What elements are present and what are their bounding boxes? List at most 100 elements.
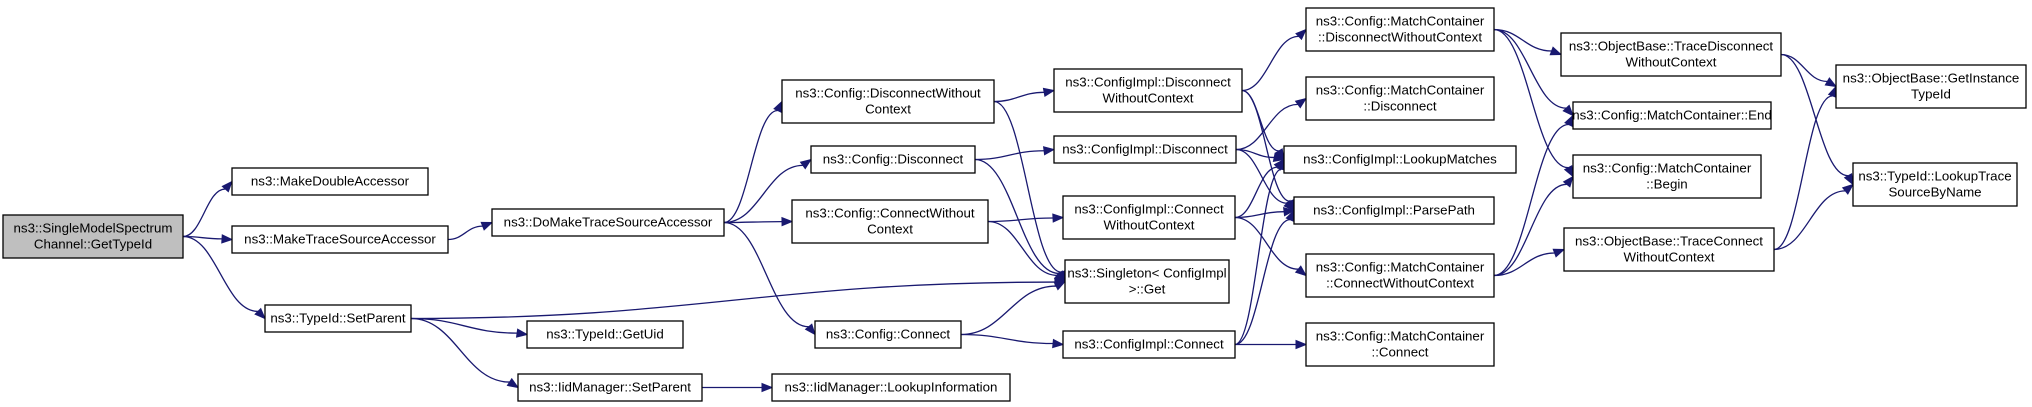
node-label: ns3::DoMakeTraceSourceAccessor xyxy=(504,215,713,230)
edge-typeIdSetParent-to-iidSetParent xyxy=(410,317,520,389)
edge-line xyxy=(1241,89,1291,202)
node-box xyxy=(1560,32,1782,77)
node-mcDisconnect[interactable]: ns3::Config::MatchContainer::Disconnect xyxy=(1305,76,1495,121)
node-label: ns3::Config::MatchContainer xyxy=(1583,161,1752,176)
node-box xyxy=(1305,253,1495,298)
node-box xyxy=(1563,227,1775,272)
node-parsePath[interactable]: ns3::ConfigImpl::ParsePath xyxy=(1293,196,1495,225)
node-cfgConnectWC[interactable]: ns3::Config::ConnectWithoutContext xyxy=(791,199,989,244)
edge-cfgConnectWC-to-singleton xyxy=(987,220,1067,283)
edge-arrowhead xyxy=(799,158,813,170)
edge-arrowhead xyxy=(1283,207,1296,217)
node-mcBegin[interactable]: ns3::Config::MatchContainer::Begin xyxy=(1572,154,1762,199)
node-label: ns3::ConfigImpl::Disconnect xyxy=(1062,142,1228,157)
node-cfgConnect[interactable]: ns3::Config::Connect xyxy=(814,320,962,349)
edge-line xyxy=(993,91,1045,103)
node-implConnect[interactable]: ns3::ConfigImpl::Connect xyxy=(1062,330,1236,359)
node-makeDouble[interactable]: ns3::MakeDoubleAccessor xyxy=(231,167,429,196)
node-label: ns3::Config::MatchContainer xyxy=(1316,260,1485,275)
node-iidLookup[interactable]: ns3::IidManager::LookupInformation xyxy=(771,373,1011,402)
edge-implDisconnect-to-mcDisconnect xyxy=(1235,97,1308,151)
node-box xyxy=(1062,330,1236,359)
edge-line xyxy=(1234,168,1282,346)
edge-arrowhead xyxy=(506,377,520,389)
edge-typeIdSetParent-to-typeIdGetUid xyxy=(410,317,529,338)
nodes-layer: ns3::SingleModelSpectrumChannel::GetType… xyxy=(2,7,2027,402)
edge-arrowhead xyxy=(1295,339,1308,350)
node-label: ::Begin xyxy=(1646,177,1687,192)
edge-arrowhead xyxy=(1827,85,1837,98)
node-obTraceDisconnectWC[interactable]: ns3::ObjectBase::TraceDisconnectWithoutC… xyxy=(1560,32,1782,77)
edge-cfgDisconnect-to-implDisconnect xyxy=(974,146,1056,161)
edge-mcConnectWC-to-obTraceConnectWC xyxy=(1493,248,1566,277)
node-iidSetParent[interactable]: ns3::IidManager::SetParent xyxy=(517,373,703,402)
node-mcConnect[interactable]: ns3::Config::MatchContainer::Connect xyxy=(1305,322,1495,367)
node-label: Context xyxy=(865,102,911,117)
edge-doMake-to-cfgConnectWC xyxy=(723,216,794,227)
edge-line xyxy=(723,109,778,224)
node-cfgDisconnectWC[interactable]: ns3::Config::DisconnectWithoutContext xyxy=(781,79,995,124)
node-implConnectWC[interactable]: ns3::ConfigImpl::ConnectWithoutContext xyxy=(1062,195,1236,240)
edge-arrowhead xyxy=(1272,152,1286,162)
node-label: ns3::ConfigImpl::ParsePath xyxy=(1313,203,1475,218)
edge-iidSetParent-to-iidLookup xyxy=(702,382,774,393)
edge-line xyxy=(410,281,1056,320)
edge-line xyxy=(1493,28,1567,109)
node-label: WithoutContext xyxy=(1624,250,1715,265)
edge-line xyxy=(1241,35,1299,92)
node-label: ns3::TypeId::SetParent xyxy=(270,311,406,326)
node-root[interactable]: ns3::SingleModelSpectrumChannel::GetType… xyxy=(2,214,184,259)
node-lookupMatches[interactable]: ns3::ConfigImpl::LookupMatches xyxy=(1283,145,1517,174)
node-label: TypeId xyxy=(1911,87,1951,102)
node-makeTrace[interactable]: ns3::MakeTraceSourceAccessor xyxy=(231,225,449,254)
edge-line xyxy=(987,220,1058,277)
node-implDisconnectWC[interactable]: ns3::ConfigImpl::DisconnectWithoutContex… xyxy=(1053,68,1243,113)
node-label: ns3::TypeId::LookupTrace xyxy=(1858,169,2011,184)
node-label: ns3::Config::ConnectWithout xyxy=(805,206,975,221)
edge-arrowhead xyxy=(480,221,494,231)
edge-arrowhead xyxy=(781,216,794,227)
node-box xyxy=(1064,259,1230,304)
node-box xyxy=(1305,76,1495,121)
edge-cfgDisconnectWC-to-implDisconnectWC xyxy=(993,87,1056,103)
edge-arrowhead xyxy=(1053,280,1067,291)
node-mcDisconnectWC[interactable]: ns3::Config::MatchContainer::DisconnectW… xyxy=(1305,7,1495,52)
node-box xyxy=(1305,7,1495,52)
node-mcEnd[interactable]: ns3::Config::MatchContainer::End xyxy=(1572,101,1772,130)
node-label: SourceByName xyxy=(1888,185,1981,200)
node-obTraceConnectWC[interactable]: ns3::ObjectBase::TraceConnectWithoutCont… xyxy=(1563,227,1775,272)
node-box xyxy=(1572,101,1772,130)
node-box xyxy=(1572,154,1762,199)
node-label: ::ConnectWithoutContext xyxy=(1326,276,1474,291)
edge-line xyxy=(987,217,1054,223)
node-implDisconnect[interactable]: ns3::ConfigImpl::Disconnect xyxy=(1053,135,1237,164)
edge-implConnect-to-mcConnect xyxy=(1235,339,1308,350)
edge-line xyxy=(960,285,1057,336)
edge-arrowhead xyxy=(1052,213,1065,223)
node-typeIdGetUid[interactable]: ns3::TypeId::GetUid xyxy=(526,320,684,349)
node-box xyxy=(526,320,684,349)
node-mcConnectWC[interactable]: ns3::Config::MatchContainer::ConnectWith… xyxy=(1305,253,1495,298)
edge-obTraceDisconnectWC-to-lookupTraceSource xyxy=(1780,53,1854,186)
edge-implDisconnectWC-to-mcDisconnectWC xyxy=(1241,28,1307,92)
node-cfgDisconnect[interactable]: ns3::Config::Disconnect xyxy=(810,145,976,174)
edge-implConnectWC-to-mcConnectWC xyxy=(1234,216,1308,277)
edge-mcDisconnectWC-to-mcEnd xyxy=(1493,28,1574,117)
node-typeIdSetParent[interactable]: ns3::TypeId::SetParent xyxy=(264,304,412,333)
node-box xyxy=(264,304,412,333)
edge-line xyxy=(1234,166,1278,219)
node-box xyxy=(771,373,1011,402)
node-box xyxy=(1293,196,1495,225)
node-label: ns3::ConfigImpl::Connect xyxy=(1074,337,1224,352)
edge-arrowhead xyxy=(1295,28,1307,41)
node-doMake[interactable]: ns3::DoMakeTraceSourceAccessor xyxy=(491,208,725,237)
node-singleton[interactable]: ns3::Singleton< ConfigImpl >::Get xyxy=(1064,259,1230,304)
node-label: ns3::IidManager::SetParent xyxy=(529,380,691,395)
node-box xyxy=(1852,162,2018,207)
node-box xyxy=(781,79,995,124)
edge-arrowhead xyxy=(254,307,266,320)
edge-line xyxy=(1773,190,1846,251)
node-label: ns3::Config::Connect xyxy=(826,327,950,342)
